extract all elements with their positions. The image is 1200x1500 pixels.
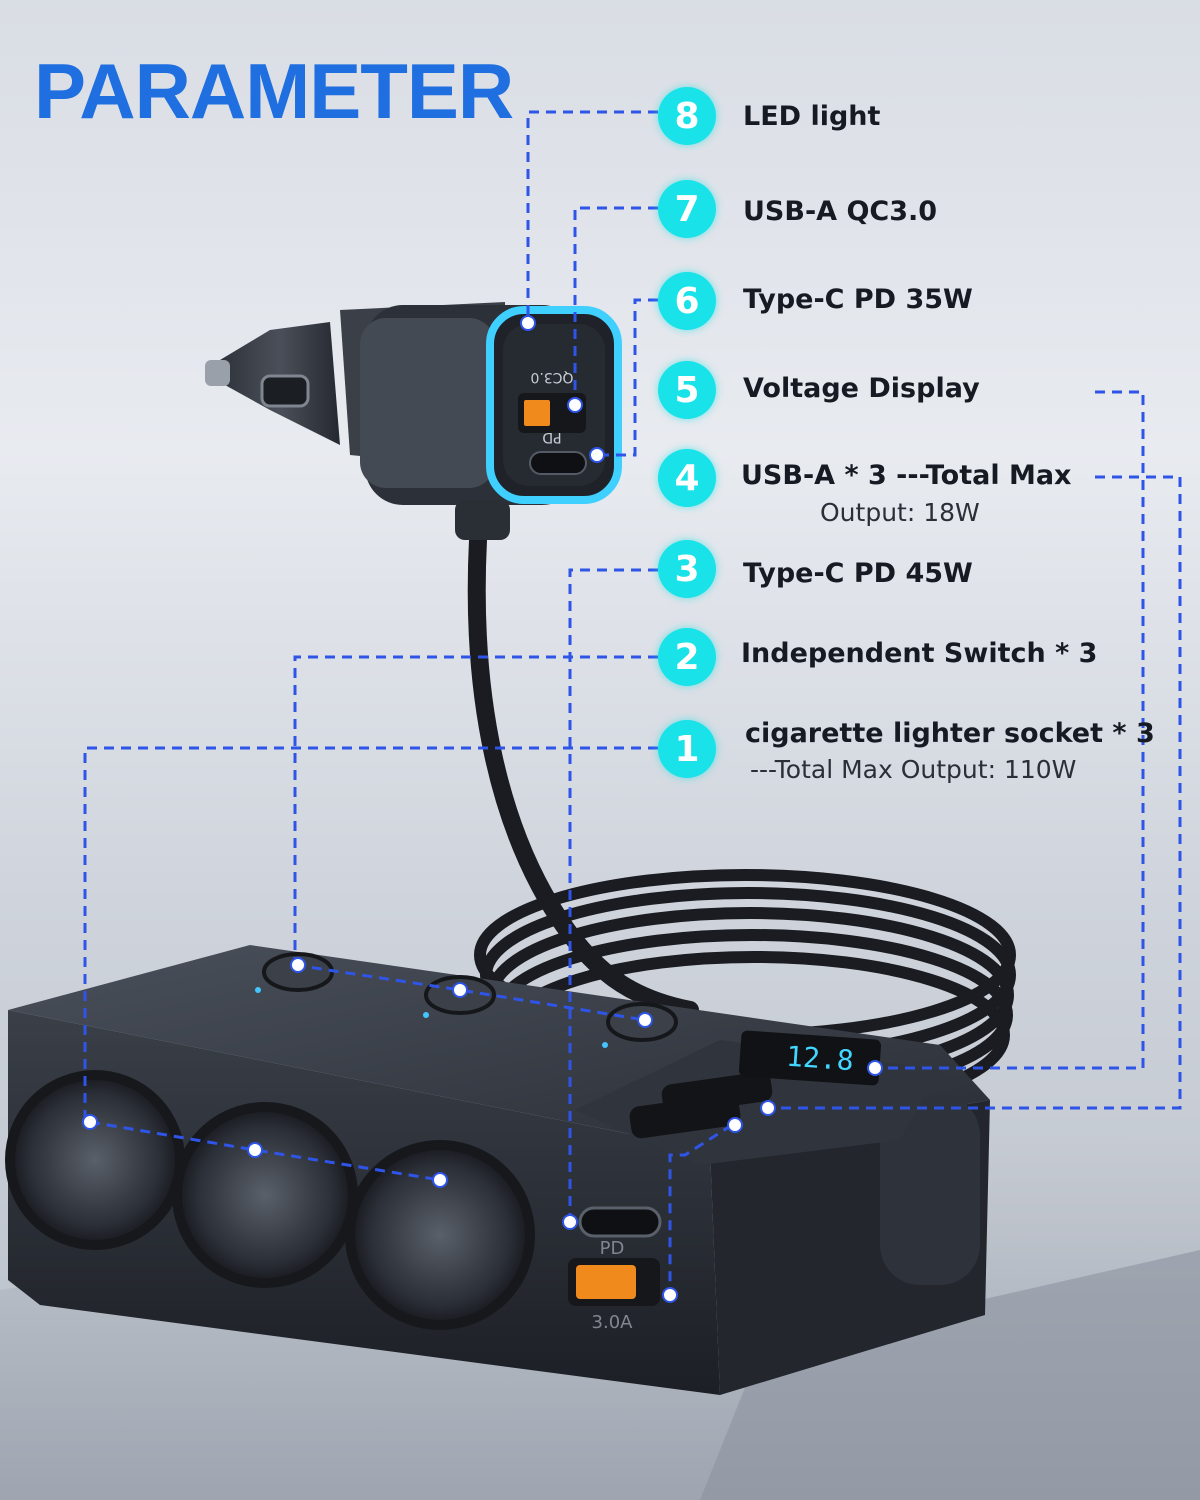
socket-1 [5, 1070, 185, 1250]
page-title: PARAMETER [34, 47, 514, 135]
callout-dots [82, 315, 883, 1303]
socket-2 [172, 1102, 358, 1288]
badge-3: 3 [658, 540, 716, 598]
badge-5: 5 [658, 361, 716, 419]
param-2-label: Independent Switch * 3 [741, 638, 1098, 669]
car-plug: QC3.0 PD [205, 302, 622, 540]
badge-7: 7 [658, 180, 716, 238]
badge-8: 8 [658, 87, 716, 145]
callout-lines [83, 110, 1182, 1295]
plug-qc-label: QC3.0 [530, 369, 573, 385]
param-5-label: Voltage Display [743, 373, 980, 404]
param-6-label: Type-C PD 35W [743, 284, 973, 315]
hub-qc-label: 3.0A [592, 1312, 634, 1333]
param-4-sub: Output: 18W [820, 498, 980, 527]
param-8-label: LED light [743, 101, 881, 132]
param-7-label: USB-A QC3.0 [743, 196, 938, 227]
param-3-label: Type-C PD 45W [743, 558, 973, 589]
voltage-display-reading: 12.8 [785, 1040, 855, 1078]
badge-1: 1 [658, 720, 716, 778]
socket-3 [345, 1140, 535, 1330]
param-1-sub: ---Total Max Output: 110W [750, 755, 1077, 784]
param-4-label: USB-A * 3 ---Total Max [741, 460, 1072, 491]
param-1-label: cigarette lighter socket * 3 [745, 718, 1155, 749]
badge-4: 4 [658, 449, 716, 507]
plug-pd-label: PD [542, 429, 561, 445]
badge-6: 6 [658, 272, 716, 330]
hub-body: 12.8 PD 3.0A [5, 945, 990, 1395]
badge-2: 2 [658, 628, 716, 686]
hub-pd-label: PD [600, 1238, 625, 1259]
